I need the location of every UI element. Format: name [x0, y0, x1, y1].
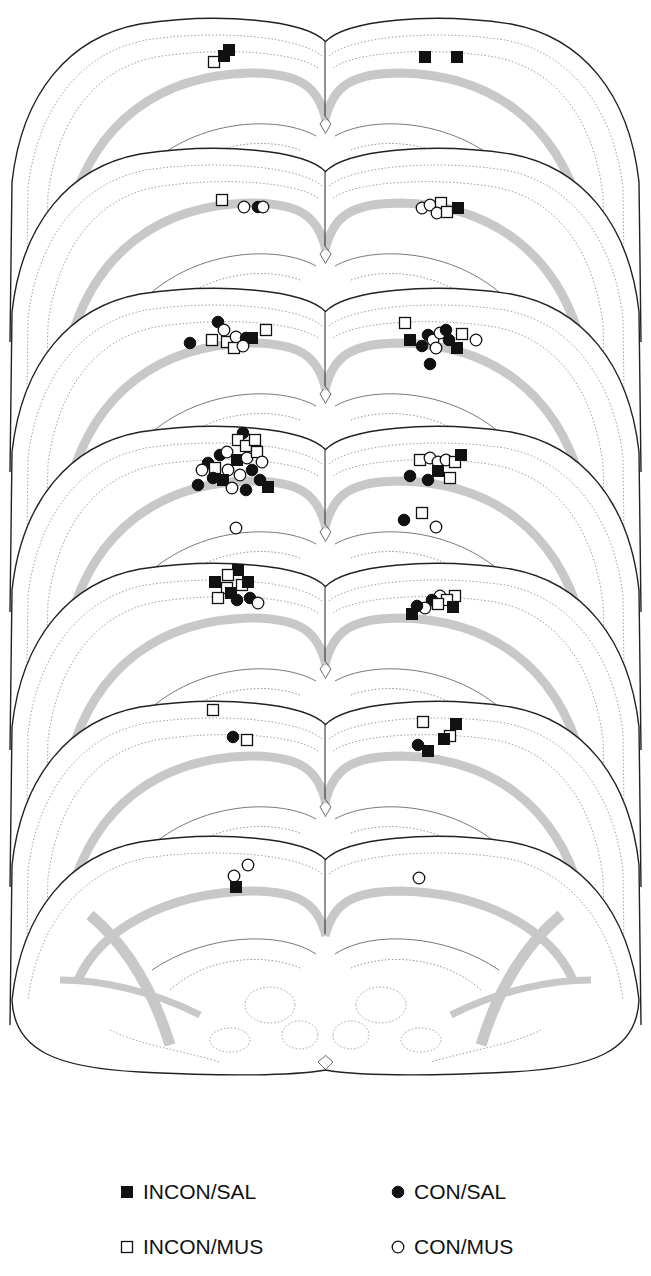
placement-markers [184, 45, 482, 893]
coronal-section [10, 18, 641, 1074]
legend-swatch [122, 1242, 133, 1253]
legend-swatch [392, 1241, 404, 1253]
legend-label: CON/MUS [414, 1235, 513, 1258]
legend-label: INCON/SAL [143, 1180, 256, 1203]
legend-item: INCON/MUS [143, 1235, 263, 1259]
legend-item: CON/SAL [414, 1180, 506, 1204]
legend-swatch [122, 1187, 133, 1198]
legend-item: INCON/SAL [143, 1180, 256, 1204]
legend-label: INCON/MUS [143, 1235, 263, 1258]
legend-item: CON/MUS [414, 1235, 513, 1259]
legend-label: CON/SAL [414, 1180, 506, 1203]
legend-swatch [392, 1186, 404, 1198]
